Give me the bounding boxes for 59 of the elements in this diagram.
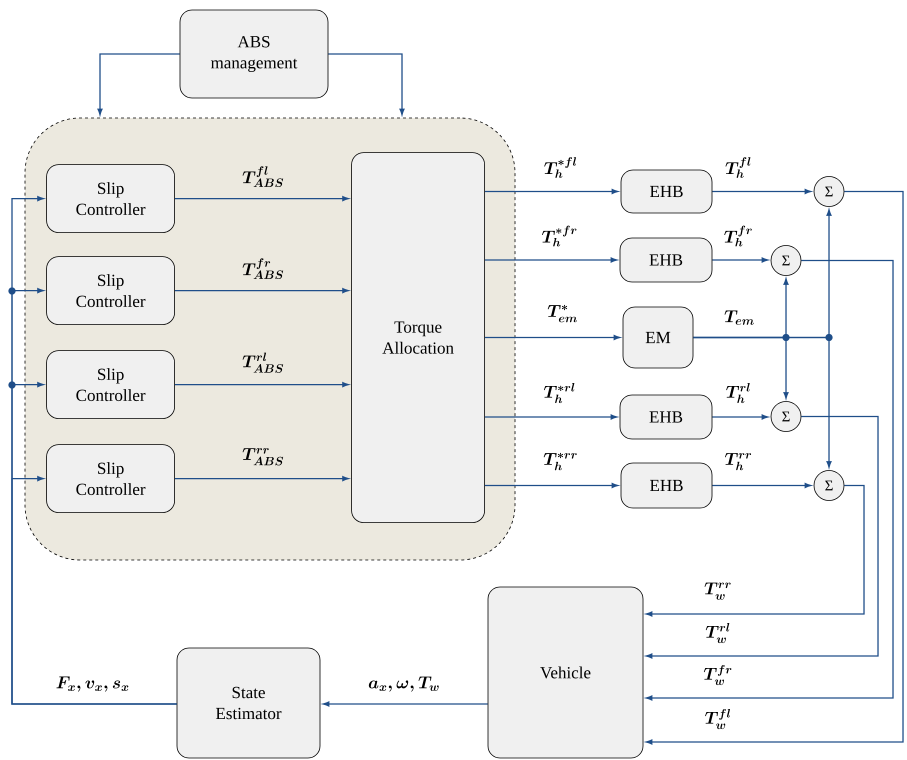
- process-box: EHB: [620, 462, 712, 508]
- edge-label: $T_{em}^{*}$: [548, 304, 577, 322]
- summing-junction: Σ: [814, 176, 844, 207]
- arrow: [646, 260, 894, 701]
- edge-label: $T_{h}^{rr}$: [725, 453, 752, 470]
- arrow: [175, 196, 349, 202]
- summing-junction: Σ: [770, 401, 802, 432]
- arrow: [485, 257, 618, 263]
- process-box: Slip Controller: [46, 350, 175, 419]
- edge-label: $F_{x}, v_{x}, s_{x}$: [56, 676, 128, 692]
- arrow: [712, 482, 812, 488]
- edge-label: $T_{ABS}^{fr}$: [242, 258, 284, 280]
- arrow: [175, 476, 349, 482]
- edge-label: $T_{h}^{fr}$: [724, 226, 752, 246]
- arrow: [175, 382, 349, 388]
- summing-junction: Σ: [770, 245, 802, 276]
- arrow: [328, 53, 405, 116]
- edge-label: $T_{em}$: [724, 310, 754, 325]
- process-box: State Estimator: [176, 648, 320, 758]
- process-box: EHB: [620, 170, 712, 214]
- arrow: [712, 414, 768, 420]
- edge-label: $T_{ABS}^{fl}$: [242, 166, 284, 188]
- arrow: [646, 190, 904, 745]
- process-box: EM: [622, 306, 694, 368]
- process-box: Slip Controller: [46, 256, 175, 325]
- edge-label: $T_{w}^{rr}$: [704, 582, 731, 600]
- arrow: [485, 188, 618, 194]
- process-box: Slip Controller: [46, 164, 175, 233]
- process-box: EHB: [620, 394, 712, 440]
- process-box: Vehicle: [488, 586, 644, 758]
- arrow: [646, 416, 879, 659]
- arrow: [712, 257, 768, 263]
- edge-label: $T_{h}^{rl}$: [726, 383, 750, 404]
- edge-label: $T_{h}^{*fr}$: [542, 226, 576, 246]
- edge-label: $T_{w}^{fl}$: [705, 708, 730, 730]
- arrow: [322, 701, 488, 707]
- arrow: [485, 414, 618, 420]
- edge-label: $T_{h}^{*rr}$: [544, 452, 577, 470]
- arrow: [693, 336, 832, 468]
- edge-label: $T_{h}^{*rl}$: [544, 383, 574, 404]
- process-box: Torque Allocation: [351, 152, 485, 523]
- process-box: Slip Controller: [46, 444, 175, 513]
- arrow: [175, 288, 349, 294]
- edge-label: $T_{w}^{rl}$: [706, 623, 730, 644]
- arrow: [712, 188, 812, 194]
- process-box: ABS management: [180, 10, 328, 98]
- edge-label: $T_{h}^{fl}$: [726, 157, 750, 178]
- arrow: [646, 484, 865, 617]
- edge-label: $T_{w}^{fr}$: [704, 664, 732, 686]
- summing-junction: Σ: [814, 470, 844, 501]
- arrow: [485, 334, 620, 340]
- edge-label: $a_{x}, \omega, T_{w}$: [368, 676, 439, 692]
- edge-label: $T_{h}^{*fl}$: [544, 157, 576, 178]
- arrow: [485, 482, 618, 488]
- edge-label: $T_{ABS}^{rl}$: [242, 352, 284, 373]
- edge-label: $T_{ABS}^{rr}$: [242, 448, 284, 466]
- arrow: [97, 53, 180, 116]
- process-box: EHB: [620, 238, 712, 282]
- arrow: [11, 476, 177, 705]
